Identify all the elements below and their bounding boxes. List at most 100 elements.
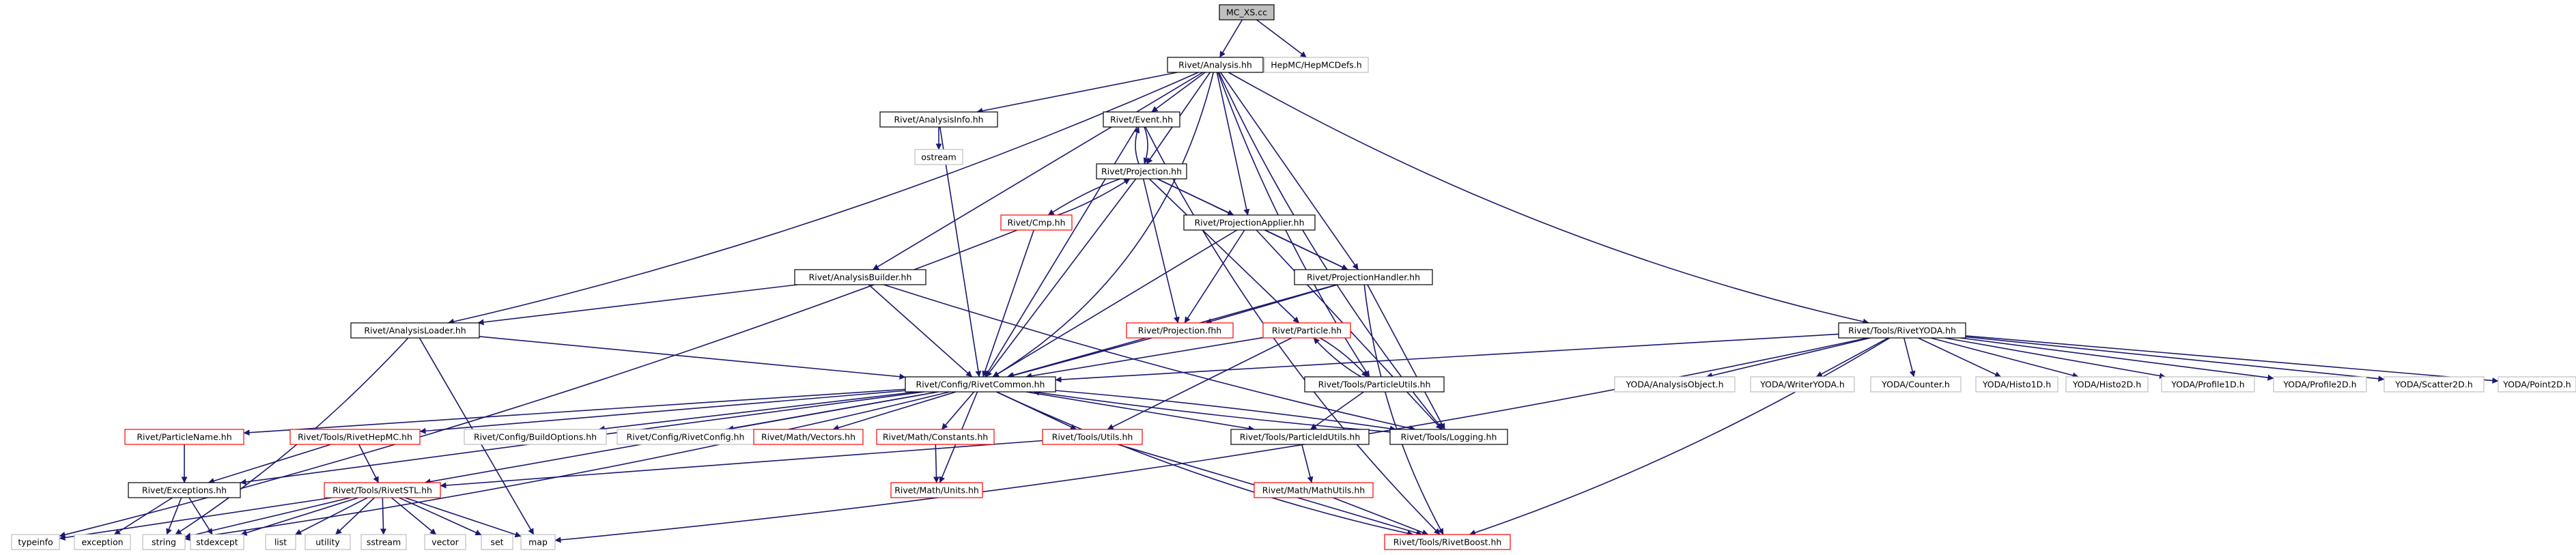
node-box-event[interactable] (1103, 111, 1180, 128)
node-box-rivetcommon[interactable] (905, 376, 1056, 393)
node-box-yh1[interactable] (1975, 376, 2058, 393)
node-box-particleutils[interactable] (1304, 376, 1445, 393)
node-box-typeinfo[interactable] (11, 534, 60, 550)
node-map[interactable]: map (520, 534, 556, 550)
node-box-vector[interactable] (424, 534, 466, 550)
node-string[interactable]: string (142, 534, 186, 550)
node-projection[interactable]: Rivet/Projection.hh (1096, 163, 1187, 180)
node-buildopts[interactable]: Rivet/Config/BuildOptions.hh (464, 429, 607, 445)
node-box-units[interactable] (890, 482, 983, 498)
node-analysisloader[interactable]: Rivet/AnalysisLoader.hh (350, 322, 480, 339)
node-vectors[interactable]: Rivet/Math/Vectors.hh (753, 429, 864, 445)
node-yp2[interactable]: YODA/Profile2D.h (2273, 376, 2367, 393)
node-box-mathutils[interactable] (1254, 482, 1374, 498)
node-box-exceptions[interactable] (128, 482, 241, 498)
node-box-constants[interactable] (876, 429, 995, 445)
node-box-rivetstl[interactable] (324, 482, 441, 498)
node-box-list[interactable] (265, 534, 296, 550)
node-hepmc[interactable]: HepMC/HepMCDefs.h (1264, 57, 1369, 73)
node-box-projhandler[interactable] (1294, 269, 1433, 285)
node-yh2[interactable]: YODA/Histo2D.h (2065, 376, 2149, 393)
node-particleutils[interactable]: Rivet/Tools/ParticleUtils.hh (1304, 376, 1445, 393)
node-box-ostream[interactable] (914, 149, 963, 165)
node-ypt2[interactable]: YODA/Point2D.h (2497, 376, 2576, 393)
node-projfhh[interactable]: Rivet/Projection.fhh (1126, 322, 1234, 339)
node-analysisbuilder[interactable]: Rivet/AnalysisBuilder.hh (794, 269, 926, 285)
node-mathutils[interactable]: Rivet/Math/MathUtils.hh (1254, 482, 1374, 498)
node-event[interactable]: Rivet/Event.hh (1103, 111, 1180, 128)
node-box-rivetboost[interactable] (1384, 534, 1511, 550)
node-box-analysisloader[interactable] (350, 322, 480, 339)
node-box-particleidutils[interactable] (1230, 429, 1370, 445)
node-rivetyoda[interactable]: Rivet/Tools/RivetYODA.hh (1838, 322, 1966, 339)
node-analysis[interactable]: Rivet/Analysis.hh (1167, 57, 1264, 73)
node-box-ys2[interactable] (2383, 376, 2485, 393)
node-box-particle[interactable] (1262, 322, 1351, 339)
node-box-rivetyoda[interactable] (1838, 322, 1966, 339)
node-box-analysis[interactable] (1167, 57, 1264, 73)
node-box-yh2[interactable] (2065, 376, 2149, 393)
node-box-utility[interactable] (305, 534, 351, 550)
node-rivetconfig[interactable]: Rivet/Config/RivetConfig.hh (617, 429, 754, 445)
node-box-yp2[interactable] (2273, 376, 2367, 393)
node-projhandler[interactable]: Rivet/ProjectionHandler.hh (1294, 269, 1433, 285)
node-ostream[interactable]: ostream (914, 149, 963, 165)
node-box-stdexcept[interactable] (190, 534, 244, 550)
node-ywriter[interactable]: YODA/WriterYODA.h (1750, 376, 1855, 393)
node-box-analysisbuilder[interactable] (794, 269, 926, 285)
node-set[interactable]: set (481, 534, 513, 550)
node-box-particlename[interactable] (124, 429, 244, 445)
node-list[interactable]: list (265, 534, 296, 550)
node-logging[interactable]: Rivet/Tools/Logging.hh (1389, 429, 1508, 445)
node-box-hepmc[interactable] (1264, 57, 1369, 73)
node-projapplier[interactable]: Rivet/ProjectionApplier.hh (1183, 214, 1316, 231)
node-box-projapplier[interactable] (1183, 214, 1316, 231)
node-yp1[interactable]: YODA/Profile1D.h (2161, 376, 2255, 393)
node-typeinfo[interactable]: typeinfo (11, 534, 60, 550)
node-box-rivethepmc[interactable] (289, 429, 421, 445)
node-yaobj[interactable]: YODA/AnalysisObject.h (1614, 376, 1736, 393)
node-yh1[interactable]: YODA/Histo1D.h (1975, 376, 2058, 393)
node-sstream[interactable]: sstream (360, 534, 407, 550)
node-label-projapplier: Rivet/ProjectionApplier.hh (1194, 218, 1304, 228)
node-box-buildopts[interactable] (464, 429, 607, 445)
node-box-ycounter[interactable] (1870, 376, 1962, 393)
node-box-utils[interactable] (1042, 429, 1143, 445)
node-rivetboost[interactable]: Rivet/Tools/RivetBoost.hh (1384, 534, 1511, 550)
node-box-sstream[interactable] (360, 534, 407, 550)
node-particle[interactable]: Rivet/Particle.hh (1262, 322, 1351, 339)
node-rivetstl[interactable]: Rivet/Tools/RivetSTL.hh (324, 482, 441, 498)
node-analysisinfo[interactable]: Rivet/AnalysisInfo.hh (879, 111, 998, 128)
node-box-analysisinfo[interactable] (879, 111, 998, 128)
node-box-yp1[interactable] (2161, 376, 2255, 393)
node-ys2[interactable]: YODA/Scatter2D.h (2383, 376, 2485, 393)
node-rivethepmc[interactable]: Rivet/Tools/RivetHepMC.hh (289, 429, 421, 445)
node-particlename[interactable]: Rivet/ParticleName.hh (124, 429, 244, 445)
node-utils[interactable]: Rivet/Tools/Utils.hh (1042, 429, 1143, 445)
node-box-vectors[interactable] (753, 429, 864, 445)
node-box-projfhh[interactable] (1126, 322, 1234, 339)
node-utility[interactable]: utility (305, 534, 351, 550)
node-units[interactable]: Rivet/Math/Units.hh (890, 482, 983, 498)
node-ycounter[interactable]: YODA/Counter.h (1870, 376, 1962, 393)
node-constants[interactable]: Rivet/Math/Constants.hh (876, 429, 995, 445)
node-box-logging[interactable] (1389, 429, 1508, 445)
node-box-root[interactable] (1219, 4, 1275, 20)
node-box-map[interactable] (520, 534, 556, 550)
node-exception[interactable]: exception (74, 534, 131, 550)
node-rivetcommon[interactable]: Rivet/Config/RivetCommon.hh (905, 376, 1056, 393)
node-root[interactable]: MC_XS.cc (1219, 4, 1275, 20)
node-box-cmp[interactable] (1000, 214, 1073, 231)
node-box-set[interactable] (481, 534, 513, 550)
node-box-exception[interactable] (74, 534, 131, 550)
node-box-yaobj[interactable] (1614, 376, 1736, 393)
node-exceptions[interactable]: Rivet/Exceptions.hh (128, 482, 241, 498)
node-box-ypt2[interactable] (2497, 376, 2576, 393)
node-particleidutils[interactable]: Rivet/Tools/ParticleIdUtils.hh (1230, 429, 1370, 445)
node-stdexcept[interactable]: stdexcept (190, 534, 244, 550)
node-box-projection[interactable] (1096, 163, 1187, 180)
node-box-string[interactable] (142, 534, 186, 550)
node-cmp[interactable]: Rivet/Cmp.hh (1000, 214, 1073, 231)
node-box-ywriter[interactable] (1750, 376, 1855, 393)
node-vector[interactable]: vector (424, 534, 466, 550)
